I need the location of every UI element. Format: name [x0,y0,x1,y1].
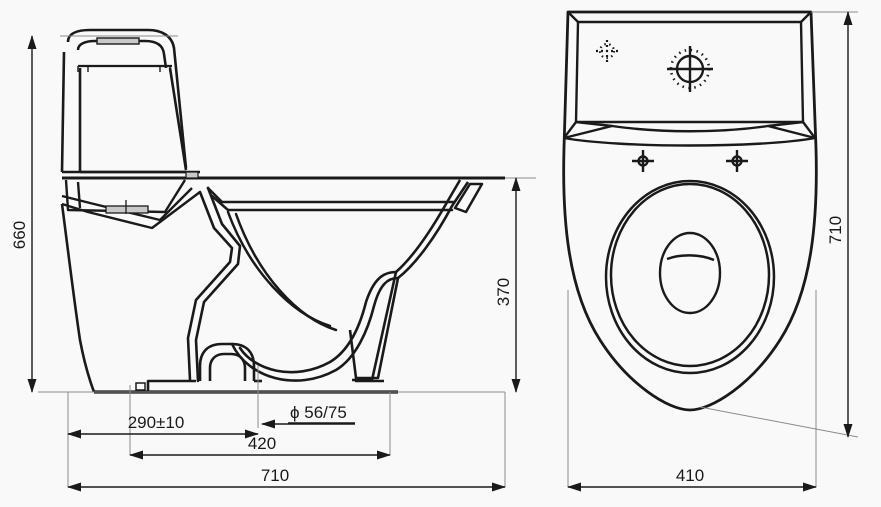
bowl-rim-slot [453,182,484,214]
dimension-710-plan-label: 710 [826,216,845,244]
dimension-660: 660 [10,35,37,393]
bowl-right-leg [348,271,400,383]
plan-top-view: 710 410 [562,10,859,492]
dimension-290: 290±10 [67,413,259,439]
trapway-outline [186,186,242,383]
dimension-420-label: 420 [248,434,276,453]
dimension-410: 410 [567,466,817,492]
dimension-290-label: 290±10 [128,413,185,432]
dimension-370-label: 370 [494,278,513,306]
dimension-420: 420 [129,434,391,460]
bowl-lower-wall [230,270,400,382]
side-view-extension-lines [38,35,536,487]
pedestal-foot-detail [135,382,146,391]
dimension-660-label: 660 [10,221,29,249]
bolt-hole-icon-right [726,150,748,172]
lid-notch-left [77,66,89,72]
dimension-410-label: 410 [676,466,704,485]
dimension-710-plan: 710 [826,11,853,438]
plan-outer-outline [562,10,818,412]
plan-seat-ring [604,179,776,375]
cistern-inner-strip [105,205,149,214]
cistern-lower-shelf [61,179,201,230]
dimension-outlet-diameter: ϕ 56/75 [261,403,355,429]
side-elevation-view: 660 370 290±10 ϕ 56/75 420 [10,28,536,492]
cistern-lid [66,28,188,169]
crosshair-target-icon [667,46,713,92]
dotted-cross-icon [596,40,618,62]
bowl-right-wall [395,179,470,280]
plan-cistern-top [563,11,816,147]
pedestal-profile [60,203,196,394]
cistern-body [60,51,200,174]
outlet-trap-block [198,342,262,383]
dimension-710-side-label: 710 [261,466,289,485]
dimension-outlet-diameter-label: ϕ 56/75 [290,403,347,422]
plan-bowl-opening [658,231,722,315]
bolt-hole-icon-left [632,150,654,172]
lid-handle-strip [96,37,140,45]
rim-joint-block [185,171,199,179]
bowl-interior [206,186,456,332]
dimension-710-side: 710 [67,466,506,492]
dimension-370: 370 [494,177,521,393]
